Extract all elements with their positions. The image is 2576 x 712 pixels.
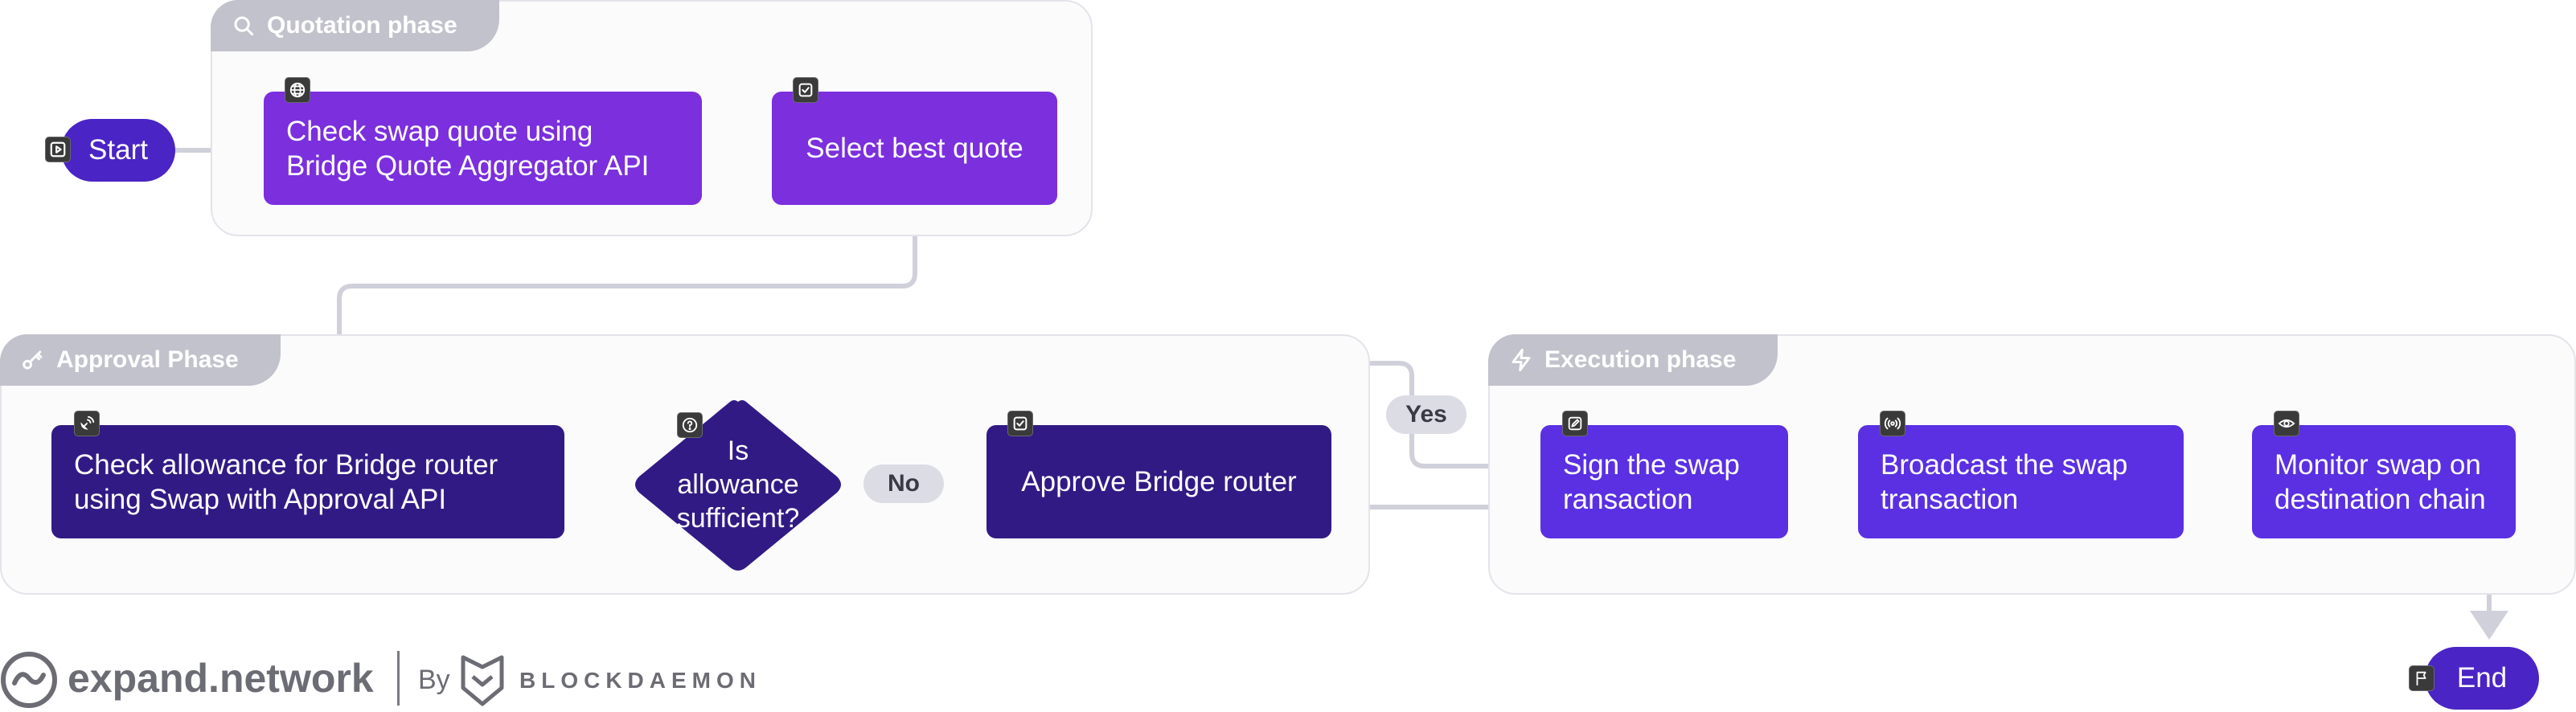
node-text-line2: ransaction xyxy=(1563,483,1693,515)
node-approve-bridge-router[interactable]: Approve Bridge router xyxy=(987,425,1331,538)
pencil-icon xyxy=(1562,411,1588,436)
node-text-line2: using Swap with Approval API xyxy=(74,483,447,515)
group-header-execution: Execution phase xyxy=(1488,334,1778,386)
start-label: Start xyxy=(88,134,148,166)
node-text-line1: Check allowance for Bridge router xyxy=(74,448,498,481)
edge-label-yes: Yes xyxy=(1386,395,1466,434)
node-text-line1: Check swap quote using xyxy=(286,115,593,147)
edge-label-no-text: No xyxy=(888,470,920,497)
edge-label-yes-text: Yes xyxy=(1405,401,1447,428)
key-icon xyxy=(23,350,43,370)
globe-icon xyxy=(285,77,310,103)
end-terminal[interactable]: End xyxy=(2425,647,2539,710)
end-label: End xyxy=(2456,662,2508,694)
checkbox-icon xyxy=(1007,411,1033,436)
search-icon xyxy=(234,16,254,36)
group-title: Execution phase xyxy=(1544,346,1737,373)
broadcast-icon xyxy=(1880,411,1905,436)
group-title: Quotation phase xyxy=(267,12,457,39)
flag-icon xyxy=(2409,665,2434,691)
checkbox-icon xyxy=(793,77,818,103)
decision-line1: Is xyxy=(727,436,749,466)
node-text-line2: destination chain xyxy=(2275,483,2486,515)
node-check-swap-quote[interactable]: Check swap quote using Bridge Quote Aggr… xyxy=(264,92,702,205)
footer: expand.network By BLOCKDAEMON xyxy=(0,648,756,712)
expand-network-logo-icon xyxy=(1,652,57,708)
node-text-line1: Broadcast the swap xyxy=(1881,448,2128,481)
node-text-line1: Sign the swap xyxy=(1563,448,1740,481)
node-text-line1: Monitor swap on xyxy=(2275,448,2481,481)
decision-diamond[interactable]: Is allowance sufficient? xyxy=(630,395,847,574)
footer-divider xyxy=(397,651,400,706)
group-header-quotation: Quotation phase xyxy=(211,0,499,51)
satellite-dish-icon xyxy=(74,411,100,436)
node-text: Approve Bridge router xyxy=(1021,466,1297,497)
question-icon xyxy=(677,412,703,438)
footer-brand: expand.network xyxy=(68,656,374,701)
decision-line2: allowance xyxy=(677,469,799,500)
node-select-best-quote[interactable]: Select best quote xyxy=(772,92,1057,205)
eye-icon xyxy=(2274,411,2299,436)
start-terminal[interactable]: Start xyxy=(61,119,175,182)
diamond-shape xyxy=(635,400,841,571)
node-text-line2: Bridge Quote Aggregator API xyxy=(286,149,650,182)
decision-text: Is allowance sufficient? xyxy=(630,395,847,574)
node-broadcast-swap[interactable]: Broadcast the swap transaction xyxy=(1858,425,2184,538)
footer-partner: BLOCKDAEMON xyxy=(519,668,761,693)
decision-line3: sufficient? xyxy=(676,503,800,534)
lightning-icon xyxy=(1512,349,1531,371)
node-monitor-swap[interactable]: Monitor swap on destination chain xyxy=(2252,425,2516,538)
node-check-allowance[interactable]: Check allowance for Bridge router using … xyxy=(51,425,564,538)
edge-label-no: No xyxy=(863,464,944,503)
group-title: Approval Phase xyxy=(56,346,239,373)
blockdaemon-logo-icon xyxy=(461,655,504,706)
play-icon xyxy=(45,137,71,162)
footer-by: By xyxy=(418,665,450,695)
node-text: Select best quote xyxy=(806,133,1023,164)
node-text-line2: transaction xyxy=(1881,483,2019,515)
edge-select-to-check-allowance xyxy=(320,202,917,423)
node-sign-swap[interactable]: Sign the swap ransaction xyxy=(1540,425,1788,538)
group-header-approval: Approval Phase xyxy=(0,334,281,386)
